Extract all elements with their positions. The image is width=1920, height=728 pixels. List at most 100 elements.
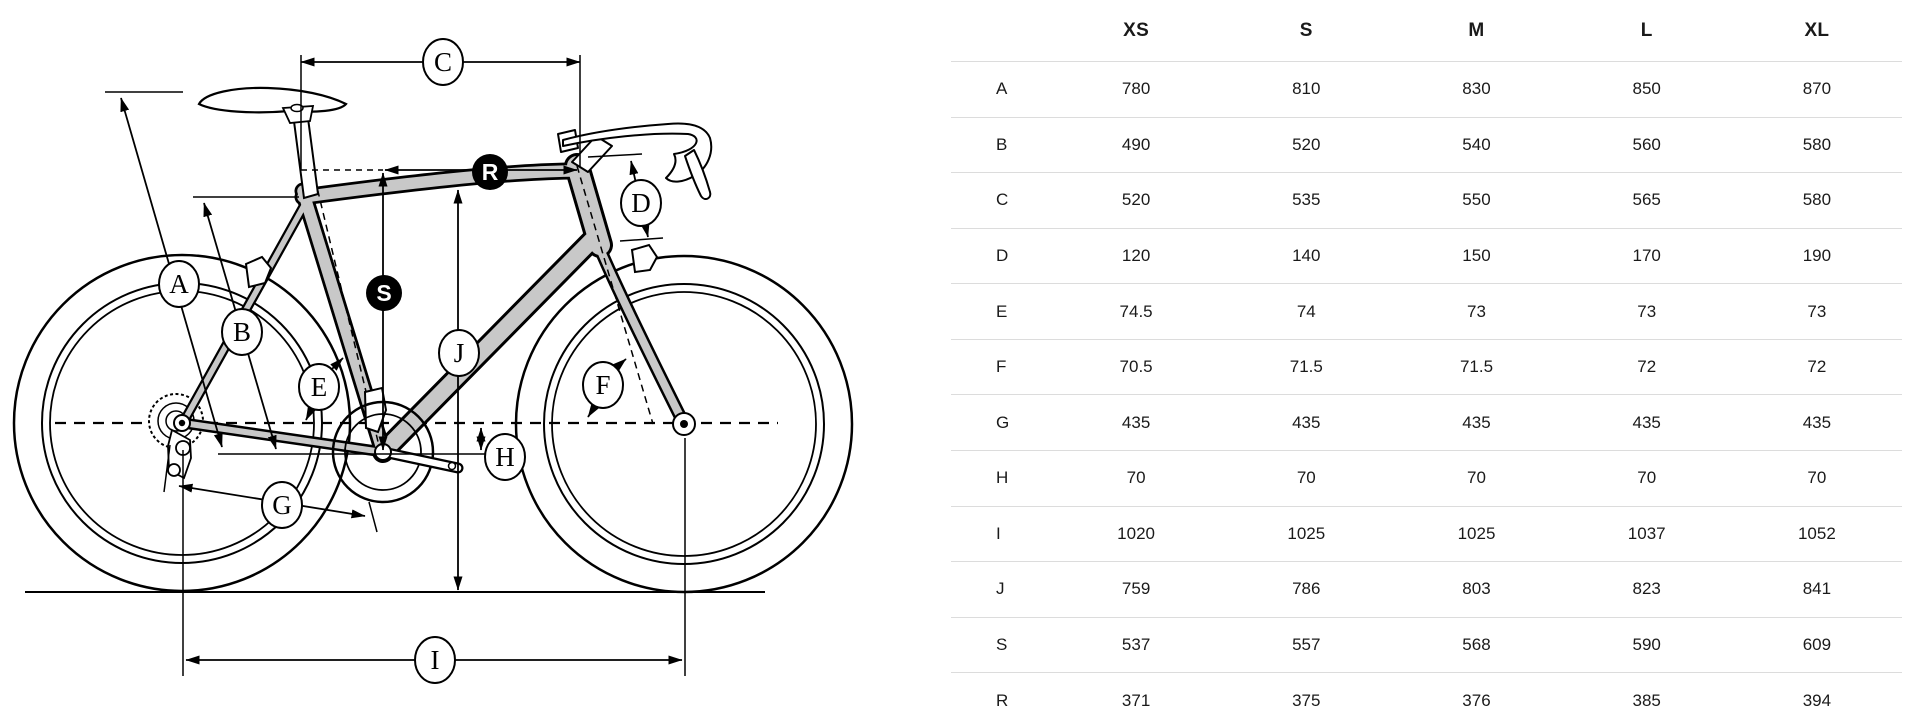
- table-row: A 780 810 830 850 870: [951, 61, 1902, 117]
- cell-value: 435: [1462, 412, 1491, 432]
- steering-axis: [576, 165, 654, 425]
- cell-value: 1037: [1627, 523, 1666, 543]
- dim-label-E-text: E: [311, 372, 328, 402]
- dim-label-A: A: [158, 260, 200, 308]
- cell-value: 1020: [1117, 523, 1155, 543]
- cell-value: 565: [1632, 190, 1661, 210]
- col-header-m: M: [1468, 19, 1485, 41]
- brake-lever: [684, 149, 712, 200]
- dim-label-I: I: [414, 636, 456, 684]
- row-label: J: [996, 579, 1005, 599]
- cell-value: 520: [1121, 190, 1151, 210]
- row-label: B: [996, 134, 1008, 154]
- cell-value: 73: [1637, 301, 1657, 321]
- cell-value: 120: [1121, 246, 1151, 266]
- table-row: H 70 70 70 70 70: [951, 450, 1902, 506]
- front-brake: [630, 243, 659, 274]
- table-row: B 490 520 540 560 580: [951, 116, 1902, 173]
- bike-geometry-diagram: A B C D E: [12, 38, 854, 684]
- table-row: C 520 535 550 565 580: [951, 172, 1902, 228]
- cell-value: 435: [1802, 412, 1832, 432]
- col-header-xl: XL: [1804, 19, 1830, 41]
- geometry-diagram-pane: A B C D E: [0, 0, 860, 728]
- handlebar-assembly: [557, 122, 713, 200]
- cell-value: 490: [1121, 134, 1151, 154]
- cell-value: 70: [1296, 468, 1316, 488]
- cell-value: 74.5: [1119, 301, 1153, 321]
- cell-value: 537: [1121, 635, 1151, 655]
- cell-value: 71.5: [1289, 357, 1323, 377]
- dim-label-H: H: [484, 433, 526, 481]
- cell-value: 72: [1807, 357, 1827, 377]
- cell-value: 74: [1296, 301, 1316, 321]
- dim-G-tick-left: [163, 444, 171, 493]
- size-table: XS S M L XL A 780 810 830 850 870 B 490 …: [951, 0, 1902, 728]
- dim-G-tick-right: [368, 501, 378, 533]
- dim-label-B-text: B: [233, 317, 251, 347]
- row-label: E: [996, 301, 1008, 321]
- col-header-xs: XS: [1123, 19, 1150, 41]
- cell-value: 70: [1126, 468, 1146, 488]
- cell-value: 535: [1292, 190, 1321, 210]
- cell-value: 376: [1462, 690, 1491, 710]
- cell-value: 580: [1802, 134, 1832, 154]
- pedal-hole: [447, 461, 457, 471]
- cell-value: 823: [1632, 579, 1661, 599]
- drop-bar: [562, 122, 713, 183]
- table-row: S 537 557 568 590 609: [951, 616, 1902, 673]
- cell-value: 73: [1807, 301, 1827, 321]
- cell-value: 70: [1467, 468, 1486, 488]
- dim-label-S-text: S: [376, 280, 391, 306]
- cell-value: 841: [1802, 579, 1832, 599]
- cell-value: 70: [1637, 468, 1657, 488]
- dim-label-S: S: [366, 275, 402, 311]
- dim-label-A-text: A: [169, 269, 189, 299]
- cell-value: 550: [1462, 190, 1491, 210]
- cell-value: 435: [1292, 412, 1321, 432]
- cell-value: 580: [1802, 190, 1832, 210]
- cell-value: 609: [1802, 635, 1832, 655]
- col-header-s: S: [1299, 19, 1313, 41]
- dim-label-D-text: D: [631, 188, 651, 218]
- col-header-l: L: [1640, 19, 1653, 41]
- cell-value: 590: [1632, 635, 1661, 655]
- row-label: I: [996, 523, 1001, 543]
- dim-label-G: G: [261, 481, 303, 529]
- cell-value: 540: [1462, 134, 1491, 154]
- dimension-labels: A B C D E: [158, 38, 662, 684]
- dim-label-F-text: F: [595, 370, 610, 400]
- table-row: I 1020 1025 1025 1037 1052: [951, 505, 1902, 562]
- front-hub: [672, 412, 696, 436]
- cell-value: 140: [1292, 246, 1321, 266]
- table-row: E 74.5 74 73 73 73: [951, 283, 1902, 339]
- cell-value: 70.5: [1119, 357, 1153, 377]
- row-label: S: [996, 635, 1008, 655]
- cell-value: 72: [1637, 357, 1657, 377]
- cell-value: 1025: [1457, 523, 1496, 543]
- cell-value: 520: [1292, 134, 1321, 154]
- row-label: H: [996, 468, 1009, 488]
- table-row: D 120 140 150 170 190: [951, 227, 1902, 284]
- table-row: R 371 375 376 385 394: [951, 672, 1902, 728]
- cell-value: 759: [1121, 579, 1151, 599]
- cell-value: 385: [1632, 690, 1661, 710]
- cell-value: 73: [1467, 301, 1486, 321]
- cell-value: 150: [1462, 246, 1491, 266]
- rear-hub: [173, 414, 191, 432]
- frame-fill: [180, 156, 688, 460]
- cell-value: 830: [1462, 79, 1491, 99]
- cell-value: 557: [1292, 635, 1321, 655]
- row-label: R: [996, 690, 1009, 710]
- dim-D-tick-bottom: [619, 237, 664, 242]
- cell-value: 850: [1632, 79, 1661, 99]
- cell-value: 1025: [1287, 523, 1326, 543]
- row-label: F: [996, 357, 1007, 377]
- size-table-header: XS S M L XL: [951, 0, 1902, 61]
- dim-label-R-text: R: [482, 159, 499, 185]
- cell-value: 560: [1632, 134, 1661, 154]
- row-label: D: [996, 246, 1009, 266]
- dim-label-C: C: [422, 38, 464, 86]
- cell-value: 780: [1121, 79, 1151, 99]
- table-row: J 759 786 803 823 841: [951, 561, 1902, 617]
- dim-label-H-text: H: [495, 442, 515, 472]
